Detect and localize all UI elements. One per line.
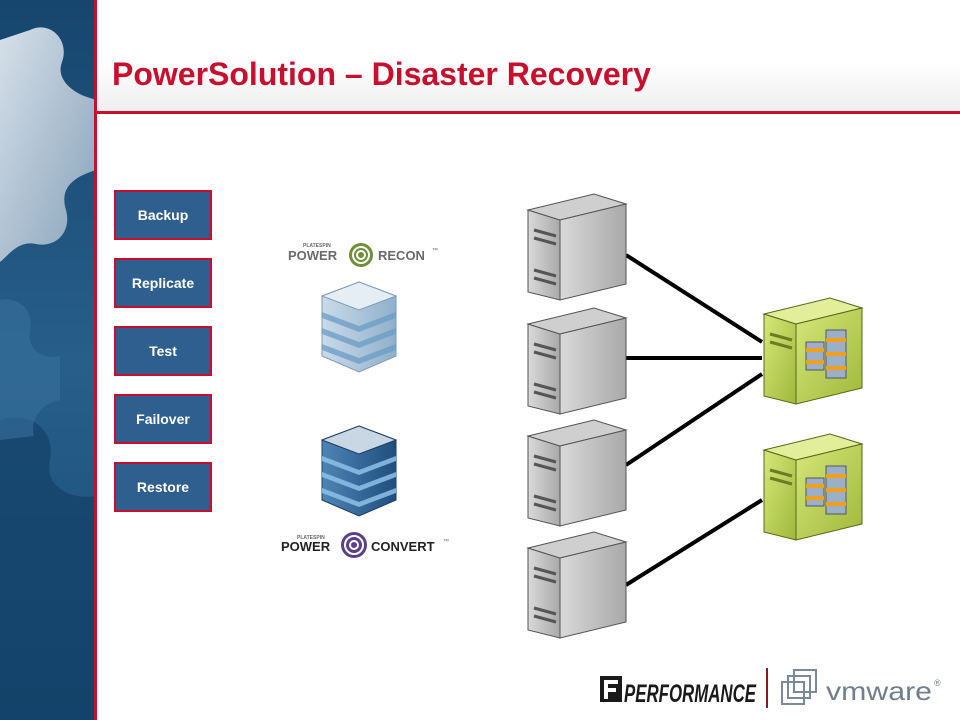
step-backup-button[interactable]: Backup [114,190,212,240]
page-title: PowerSolution – Disaster Recovery [112,56,651,92]
vm-stack-icon [805,465,847,515]
power-convert-logo: PLATESPIN POWER CONVERT ™ [281,532,449,558]
convert-swirl-icon [341,532,367,558]
recon-swirl-icon [349,243,373,267]
step-list: Backup Replicate Test Failover Restore [114,190,212,530]
physical-server-3 [526,419,628,527]
svg-text:PLATESPIN: PLATESPIN [303,243,331,249]
svg-text:vmware: vmware [826,676,932,706]
svg-text:™: ™ [443,538,449,545]
svg-text:®: ® [934,678,941,688]
step-test-button[interactable]: Test [114,326,212,376]
performance-logo: PERFORMANCE [600,676,757,708]
svg-text:RECON: RECON [378,248,425,263]
link-server4-vmhost2 [624,498,764,587]
step-replicate-button[interactable]: Replicate [114,258,212,308]
vm-host-1 [762,297,864,405]
power-recon-logo: PLATESPIN POWER RECON ™ [288,243,438,267]
connector-lines [624,253,764,587]
dark-storage-stack-icon [320,425,398,517]
svg-text:POWER: POWER [288,248,338,263]
title-underline [96,111,960,114]
physical-server-2 [526,307,628,415]
step-restore-button[interactable]: Restore [114,462,212,512]
vm-stack-icon [805,329,847,379]
svg-text:CONVERT: CONVERT [371,539,435,554]
light-storage-stack-icon [320,281,398,373]
svg-text:PERFORMANCE: PERFORMANCE [624,680,757,708]
vertical-divider [94,0,97,720]
svg-text:PLATESPIN: PLATESPIN [297,535,325,541]
vmware-squares-icon [781,669,817,705]
svg-text:POWER: POWER [281,539,331,554]
vmware-logo: vmware ® [781,669,941,706]
physical-server-4 [526,531,628,639]
svg-text:™: ™ [432,247,438,254]
link-server3-vmhost1 [624,372,764,467]
link-server1-vmhost1 [624,253,764,344]
physical-server-1 [526,193,628,301]
decorative-puzzle-panel [0,0,96,720]
vm-host-2 [762,433,864,541]
title-band [96,0,960,112]
step-failover-button[interactable]: Failover [114,394,212,444]
